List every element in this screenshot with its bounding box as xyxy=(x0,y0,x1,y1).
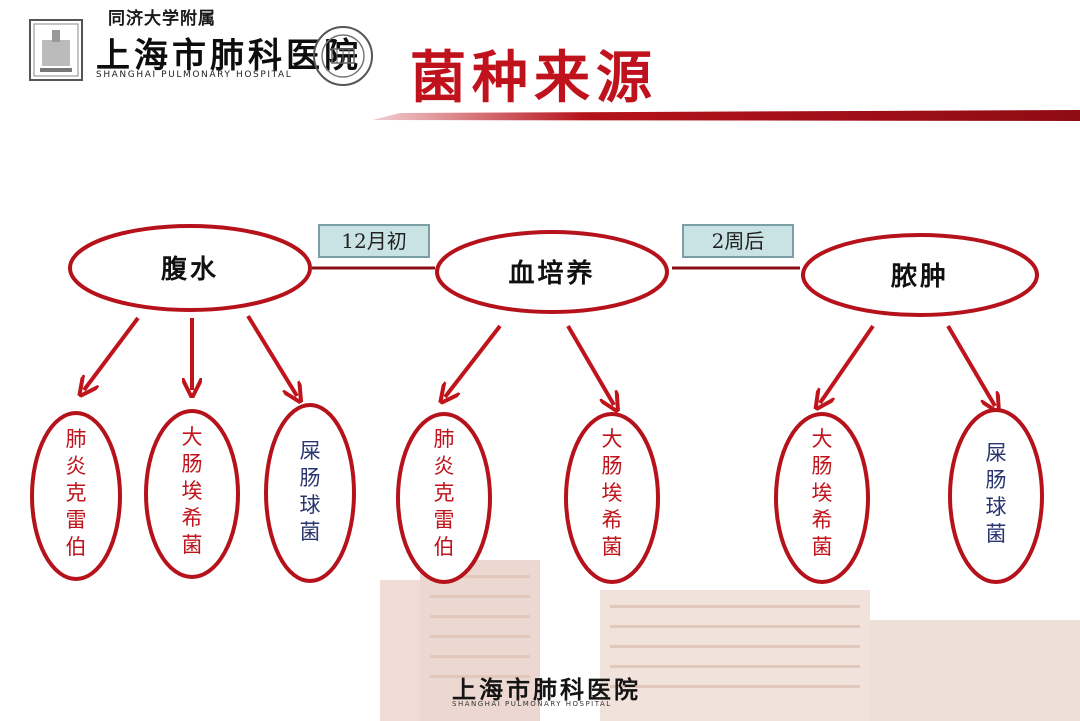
organism-node: 大肠埃希菌 xyxy=(144,409,240,579)
slide-header: 同济大学附属 上海市肺科医院 SHANGHAI PULMONARY HOSPIT… xyxy=(0,0,1080,125)
arrow xyxy=(246,314,297,396)
header-divider xyxy=(372,110,1080,121)
time-label-box: 12月初 xyxy=(318,224,430,258)
arrow xyxy=(566,324,614,405)
background-building-image xyxy=(380,560,1080,721)
time-label-box: 2周后 xyxy=(682,224,794,258)
organism-node: 肺炎克雷伯 xyxy=(396,412,492,584)
source-node: 血培养 xyxy=(435,230,669,314)
arrow xyxy=(946,324,995,406)
tongji-university-seal-icon xyxy=(313,26,373,86)
organism-label: 大肠埃希菌 xyxy=(182,425,203,557)
organism-label: 大肠埃希菌 xyxy=(812,427,833,559)
source-node: 腹水 xyxy=(68,224,312,312)
source-label: 脓肿 xyxy=(890,262,949,292)
organism-node: 屎肠球菌 xyxy=(948,408,1044,584)
organism-label: 肺炎克雷伯 xyxy=(66,427,87,559)
hospital-name-en: SHANGHAI PULMONARY HOSPITAL xyxy=(96,70,293,80)
organism-node: 肺炎克雷伯 xyxy=(30,411,122,581)
footer-hospital-name: 上海市肺科医院 xyxy=(452,675,641,704)
source-label: 血培养 xyxy=(508,258,595,289)
organism-node: 大肠埃希菌 xyxy=(774,412,870,584)
footer-hospital-name-en: SHANGHAI PULMONARY HOSPITAL xyxy=(452,700,612,708)
hospital-emblem-icon xyxy=(29,19,83,81)
organism-node: 屎肠球菌 xyxy=(264,403,356,583)
source-node: 脓肿 xyxy=(801,233,1039,317)
organism-label: 肺炎克雷伯 xyxy=(434,427,455,559)
organism-node: 大肠埃希菌 xyxy=(564,412,660,584)
organism-label: 大肠埃希菌 xyxy=(602,427,623,559)
page-title: 菌种来源 xyxy=(410,45,658,111)
hospital-affiliation: 同济大学附属 xyxy=(108,9,216,29)
organism-label: 屎肠球菌 xyxy=(986,441,1007,546)
arrow xyxy=(820,324,875,403)
source-label: 腹水 xyxy=(160,254,219,285)
arrow xyxy=(445,324,502,397)
organism-label: 屎肠球菌 xyxy=(300,439,321,544)
arrow xyxy=(84,316,140,390)
